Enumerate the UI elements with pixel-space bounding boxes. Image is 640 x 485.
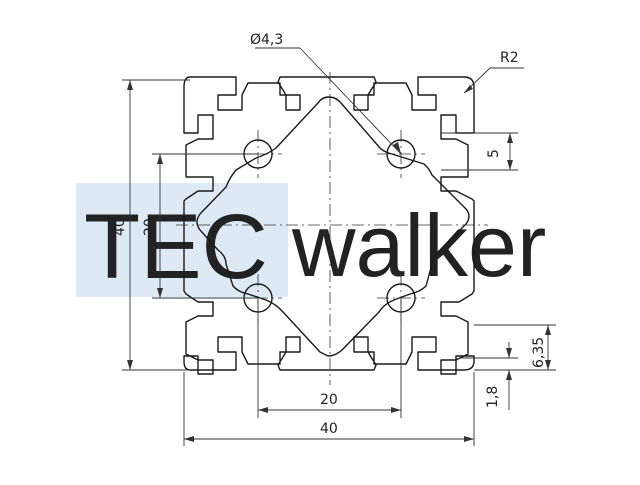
- watermark-walker: walker: [291, 196, 546, 295]
- label-height-overall: 40: [112, 218, 128, 236]
- label-hole-diameter: Ø4,3: [250, 32, 283, 48]
- watermark: TEC walker: [76, 183, 546, 298]
- dimension-labels: Ø4,3 R2 5 40 20 20 40 6,35 1,8: [112, 32, 547, 437]
- arrowheads: [127, 80, 551, 442]
- label-height-pitch: 20: [142, 218, 158, 236]
- watermark-tec: TEC: [84, 196, 268, 298]
- watermark-box: [76, 183, 288, 297]
- label-width-overall: 40: [320, 421, 338, 437]
- label-slot-width: 5: [486, 149, 502, 158]
- label-width-pitch: 20: [320, 392, 338, 408]
- label-slot-depth: 6,35: [531, 337, 547, 368]
- label-corner-radius: R2: [500, 50, 519, 66]
- label-wall-thickness: 1,8: [485, 386, 501, 408]
